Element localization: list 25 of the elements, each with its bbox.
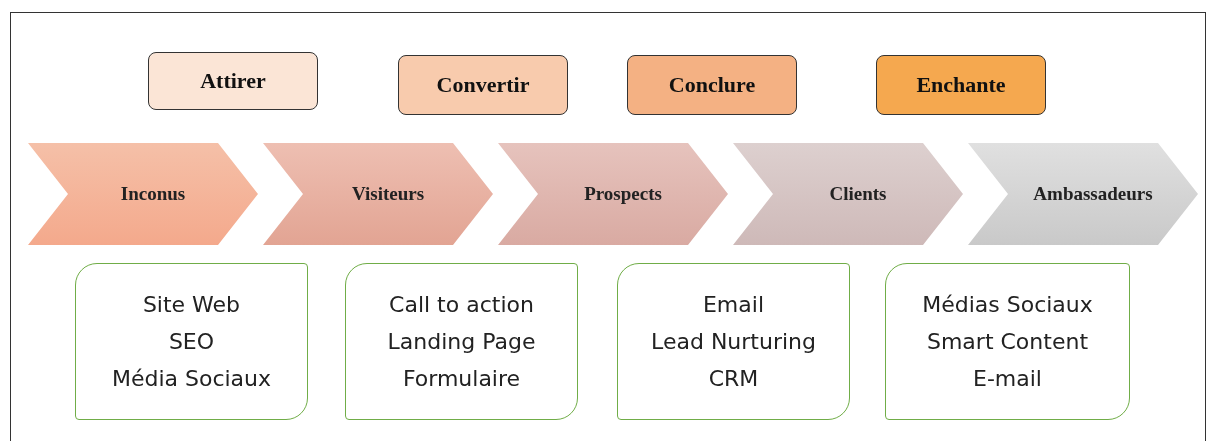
- list-item: CRM: [708, 366, 759, 391]
- stage-label: Visiteurs: [351, 183, 425, 205]
- stage-label: Ambassadeurs: [1033, 183, 1153, 205]
- stage-heading: Enchante: [876, 55, 1046, 115]
- list-item: E-mail: [973, 366, 1042, 391]
- list-item: Landing Page: [387, 329, 536, 354]
- list-card: [885, 263, 1130, 420]
- list-item: Site Web: [142, 292, 241, 317]
- stage-label: Prospects: [584, 183, 662, 205]
- stage-label: Inconus: [120, 183, 186, 205]
- list-card: [617, 263, 850, 420]
- list-item: Smart Content: [926, 329, 1088, 354]
- list-item: Médias Sociaux: [922, 292, 1093, 317]
- list-card: [75, 263, 308, 420]
- stage-heading: Conclure: [627, 55, 797, 115]
- list-item: Formulaire: [402, 366, 521, 391]
- list-card: [345, 263, 578, 420]
- list-item: Call to action: [389, 292, 534, 317]
- list-item: Email: [702, 292, 764, 317]
- stage-label: Clients: [829, 183, 887, 205]
- list-item: SEO: [168, 329, 215, 354]
- stage-heading: Convertir: [398, 55, 568, 115]
- stage-heading: Attirer: [148, 52, 318, 110]
- list-item: Média Sociaux: [111, 366, 272, 391]
- list-item: Lead Nurturing: [651, 329, 816, 354]
